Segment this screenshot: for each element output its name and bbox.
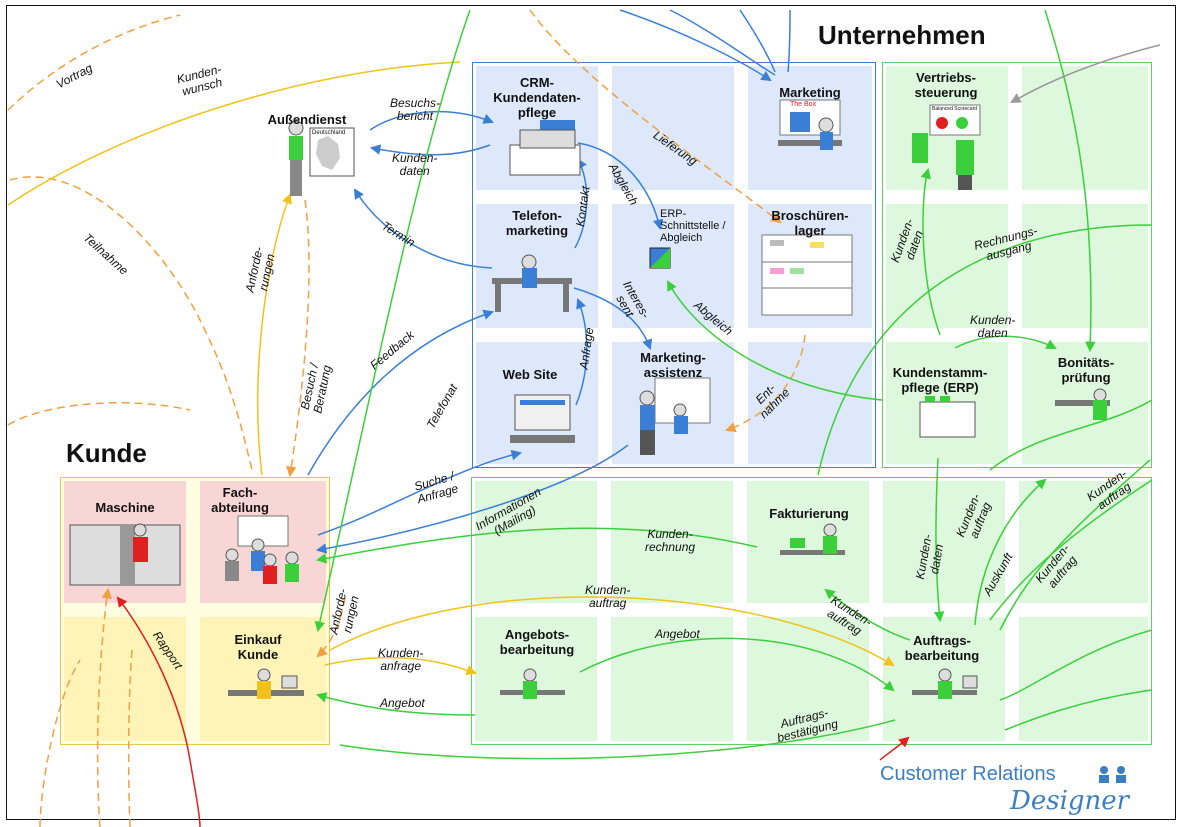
cell-blank-6 <box>475 481 597 603</box>
section-company: Unternehmen <box>818 20 986 50</box>
node-marketing: Marketing <box>779 85 841 100</box>
cell-blank-8 <box>883 481 1005 603</box>
prop-the-box: The Box <box>790 101 817 108</box>
logo-text-primary: Customer Relations <box>880 763 1056 785</box>
cell-fakt <box>747 481 869 603</box>
edge-kundendaten-3: Kunden- daten <box>970 313 1016 340</box>
cell-blank-1 <box>612 66 734 190</box>
edge-besuchsbericht: Besuchs- bericht <box>390 96 441 123</box>
diagram-frame <box>6 5 1176 820</box>
logo-text-secondary: Designer <box>1010 786 1130 816</box>
cell-blank-5 <box>1022 204 1148 328</box>
node-crm: CRM- Kundendaten- pflege <box>493 75 581 120</box>
node-fakt: Fakturierung <box>769 506 849 521</box>
person-figures <box>69 99 1110 699</box>
edge-kundenanfrage: Kunden- anfrage <box>378 646 424 673</box>
cell-blank-9 <box>1019 481 1148 603</box>
cell-blank-7 <box>611 481 733 603</box>
node-aussendienst: Außendienst <box>267 112 347 127</box>
edge-kundenauftrag-1: Kunden- auftrag <box>585 583 631 610</box>
node-fach: Fach- abteilung <box>211 485 269 515</box>
node-brosch: Broschüren- lager <box>771 208 849 238</box>
cell-blank-4 <box>886 204 1008 328</box>
logo-people-icon <box>1099 766 1126 783</box>
node-stamm: Kundenstamm- pflege (ERP) <box>892 365 988 395</box>
node-bonitaet: Bonitäts- prüfung <box>1057 355 1115 385</box>
node-maschine: Maschine <box>95 500 155 515</box>
node-vertrieb: Vertriebs- steuerung <box>914 70 978 100</box>
node-erp-interface: ERP- Schnittstelle / Abgleich <box>660 208 726 244</box>
node-telefon: Telefon- marketing <box>505 208 569 238</box>
edge-kundenrechnung: Kunden- rechnung <box>645 527 696 554</box>
section-customer: Kunde <box>66 438 147 468</box>
cell-angebots <box>475 617 597 741</box>
prop-scorecard: Balanced Scorecard <box>932 106 978 112</box>
cell-blank-10 <box>611 617 733 741</box>
edge-kundendaten-1: Kunden- daten <box>392 151 438 178</box>
cell-erp-if <box>612 204 734 328</box>
prop-germany-map: Deutschland <box>312 130 346 136</box>
edge-angebot-2: Angebot <box>655 627 700 641</box>
cell-blank-3 <box>1022 66 1148 190</box>
cell-blank-11 <box>747 617 869 741</box>
cell-blank-2 <box>748 342 872 464</box>
edge-angebot-1: Angebot <box>380 696 425 710</box>
node-mkt-assist: Marketing- assistenz <box>640 350 706 380</box>
node-auftrag: Auftrags- bearbeitung <box>904 633 980 663</box>
node-einkauf: Einkauf Kunde <box>234 632 282 662</box>
node-website: Web Site <box>502 367 558 382</box>
node-angebots: Angebots- bearbeitung <box>499 627 575 657</box>
